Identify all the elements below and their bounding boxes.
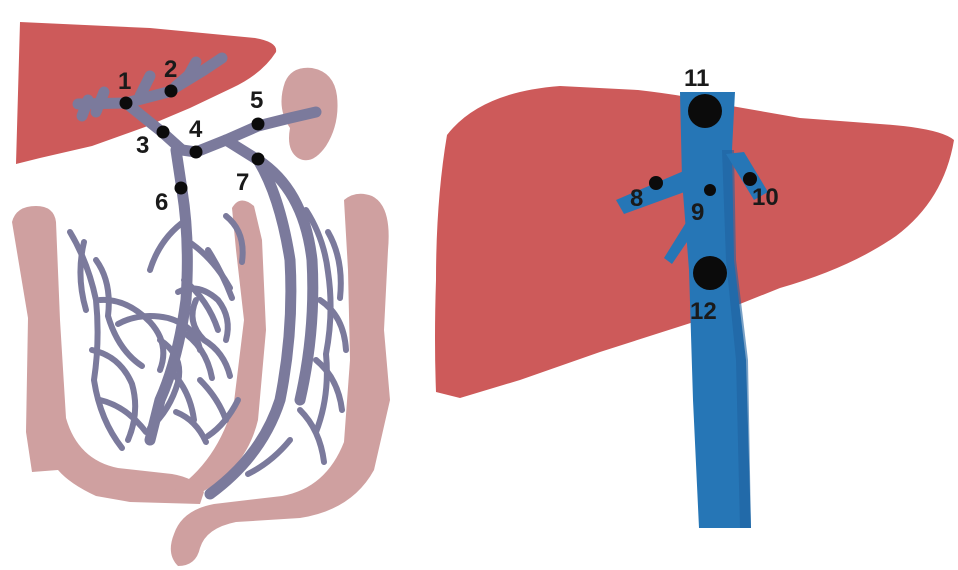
left-panel: 1 2 3 4 5 6 7 [12, 22, 390, 566]
point-9 [704, 184, 716, 196]
label-3: 3 [136, 132, 149, 159]
point-11 [688, 94, 722, 128]
right-panel: 8 9 10 11 12 [435, 65, 954, 528]
point-1 [120, 97, 133, 110]
label-4: 4 [189, 116, 203, 143]
label-9: 9 [691, 199, 704, 226]
label-1: 1 [118, 68, 131, 95]
label-8: 8 [630, 185, 643, 212]
point-7 [252, 153, 265, 166]
label-2: 2 [164, 56, 177, 83]
label-10: 10 [752, 184, 779, 211]
point-2 [165, 85, 178, 98]
label-12: 12 [690, 298, 717, 325]
label-5: 5 [250, 87, 263, 114]
point-6 [175, 182, 188, 195]
label-7: 7 [236, 169, 249, 196]
label-6: 6 [155, 189, 168, 216]
label-11: 11 [684, 65, 709, 92]
point-3 [157, 126, 170, 139]
point-4 [190, 146, 203, 159]
point-12 [693, 256, 727, 290]
point-8 [649, 176, 663, 190]
point-5 [252, 118, 265, 131]
